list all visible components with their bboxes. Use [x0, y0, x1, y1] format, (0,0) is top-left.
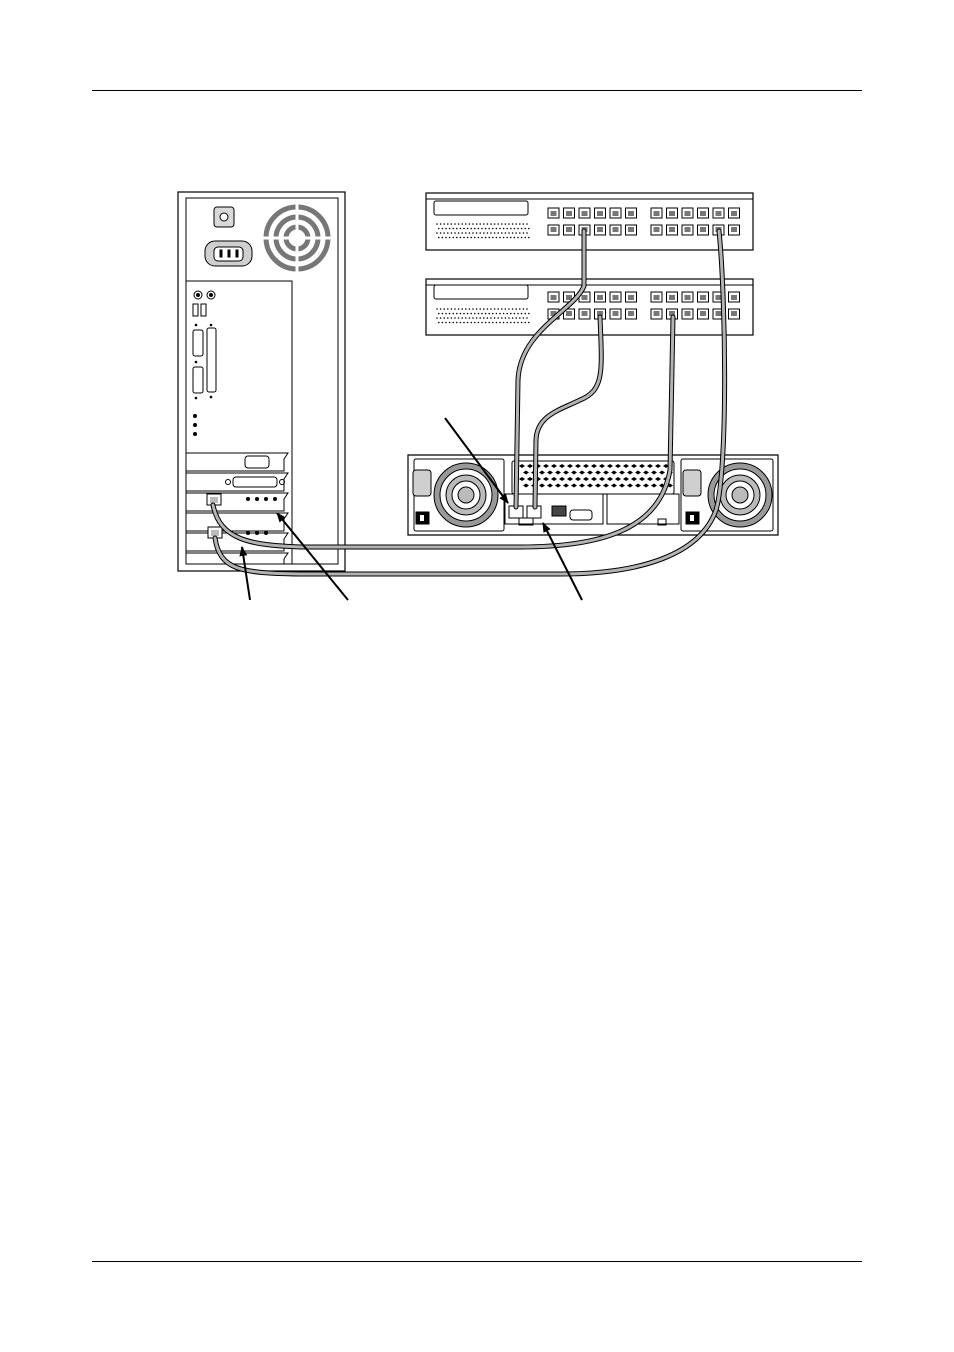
server-power-socket-icon	[413, 470, 431, 496]
server-power-socket-icon	[683, 470, 701, 496]
server-fan-left-icon	[434, 463, 498, 527]
server-usb-port-icon	[552, 506, 566, 516]
network-switch-top	[426, 193, 753, 250]
power-socket-icon	[205, 241, 252, 266]
workstation-rear-panel	[178, 192, 345, 571]
footer-rule	[92, 1261, 862, 1262]
network-switch-bottom	[426, 279, 753, 335]
network-connection-diagram	[0, 0, 954, 700]
